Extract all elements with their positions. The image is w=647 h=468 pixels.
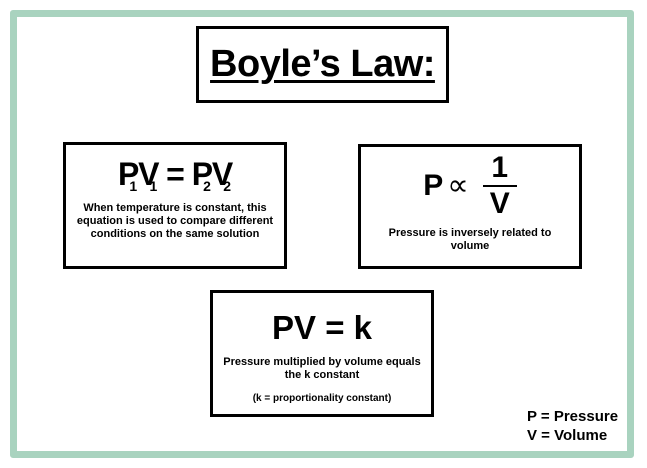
eq-v1: V [138, 156, 159, 192]
eq-sub: 1 [149, 178, 157, 194]
fraction: 1 V [482, 151, 517, 220]
eq-sub: 2 [203, 178, 211, 194]
eq-p1: P [117, 156, 139, 192]
combined-equation-card: P1V1 = P2V2 When temperature is constant… [63, 142, 287, 269]
fraction-denominator: V [489, 187, 510, 220]
eq-v2: V [211, 156, 233, 192]
fraction-numerator: 1 [491, 151, 509, 184]
legend-item: V = Volume [527, 427, 608, 444]
legend: P = Pressure V = Volume [527, 407, 618, 445]
card-description: When temperature is constant, this equat… [76, 202, 274, 240]
constant-card: PV = k Pressure multiplied by volume equ… [210, 290, 434, 417]
proportional-symbol: ∝ [447, 169, 469, 202]
eq-sub: 2 [223, 178, 231, 194]
card-description: Pressure multiplied by volume equals the… [223, 356, 421, 381]
eq-p: P [423, 169, 444, 202]
eq-sub: 1 [129, 178, 137, 194]
equation-p-prop-1-over-v: P ∝ 1 V [361, 153, 579, 219]
legend-item: P = Pressure [527, 408, 619, 425]
equation-pv-k: PV = k [272, 309, 372, 346]
card-description: Pressure is inversely related to volume [388, 227, 552, 252]
fraction-bar [482, 185, 517, 187]
eq-p2: P [191, 156, 213, 192]
eq-equals: = [166, 156, 185, 192]
title-box: Boyle’s Law: [196, 26, 449, 103]
page-title: Boyle’s Law: [210, 43, 435, 85]
card-note: (k = proportionality constant) [252, 393, 392, 404]
equation-p1v1-p2v2: P1V1 = P2V2 [66, 158, 284, 193]
proportionality-card: P ∝ 1 V Pressure is inversely related to… [358, 144, 582, 269]
